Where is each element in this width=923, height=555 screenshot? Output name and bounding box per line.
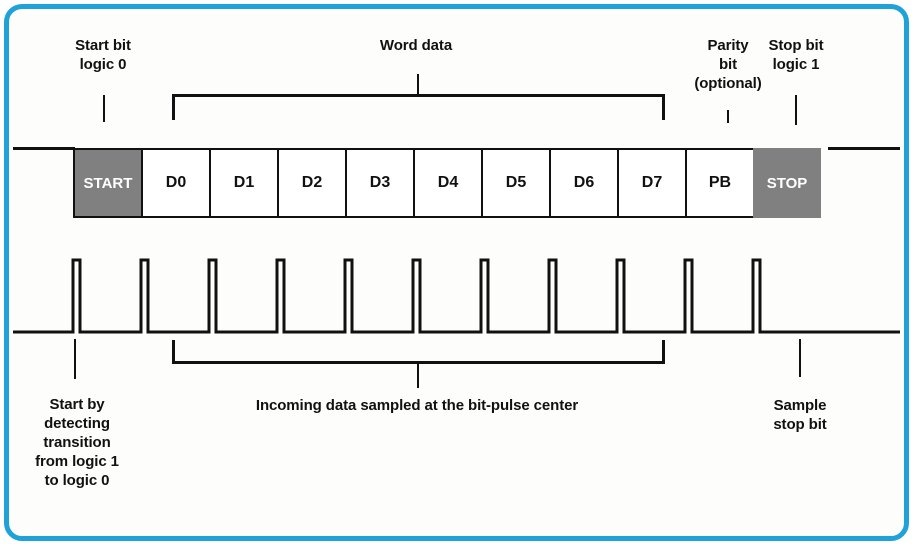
sampling-bracket	[172, 340, 665, 364]
label-sampling: Incoming data sampled at the bit-pulse c…	[215, 396, 619, 415]
sample-stop-pointer	[799, 339, 801, 377]
label-sample-stop: Sample stop bit	[744, 396, 856, 434]
label-start-detect: Start by detecting transition from logic…	[14, 395, 140, 490]
start-detect-pointer	[74, 339, 76, 379]
sample-clock-waveform	[0, 0, 923, 360]
sampling-pointer	[417, 364, 419, 388]
